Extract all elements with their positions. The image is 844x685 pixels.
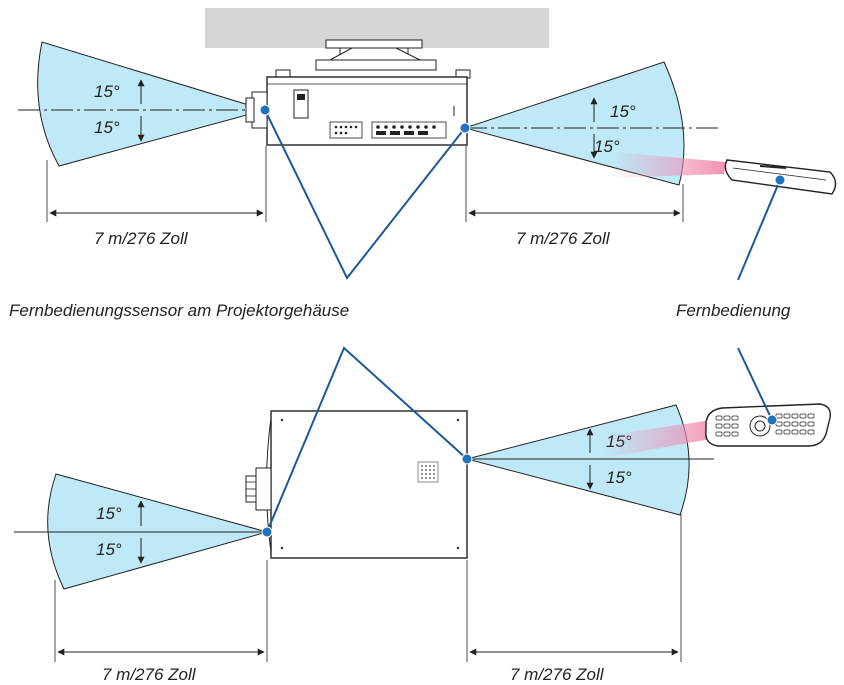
sensor-dot xyxy=(259,104,271,116)
projector-top-view-icon xyxy=(245,39,471,146)
angle-label-top-right-lower: 15° xyxy=(594,137,620,156)
distance-label-top-left: 7 m/276 Zoll xyxy=(94,229,189,248)
cone-top-left xyxy=(37,41,267,167)
remote-emitter-dot xyxy=(766,414,778,426)
sensor-caption: Fernbedienungssensor am Projektorgehäuse xyxy=(9,301,349,320)
sensor-pointer-lines xyxy=(264,109,781,533)
ir-beam-top xyxy=(612,152,726,178)
sensor-dot xyxy=(459,122,471,134)
sensor-dot xyxy=(261,526,273,538)
angle-label-top-right-upper: 15° xyxy=(610,102,636,121)
angle-label-top-left-upper: 15° xyxy=(94,82,120,101)
angle-label-top-left-lower: 15° xyxy=(94,118,120,137)
cone-bottom-right xyxy=(465,404,690,516)
angle-label-bottom-left-lower: 15° xyxy=(96,540,122,559)
remote-caption: Fernbedienung xyxy=(676,301,791,320)
distance-label-bottom-right: 7 m/276 Zoll xyxy=(510,665,605,684)
distance-label-top-right: 7 m/276 Zoll xyxy=(516,229,611,248)
angle-label-bottom-left-upper: 15° xyxy=(96,504,122,523)
distance-label-bottom-left: 7 m/276 Zoll xyxy=(102,665,197,684)
ir-beam-bottom xyxy=(604,420,716,458)
projector-bottom-view-icon xyxy=(245,410,468,559)
remote-emitter-dot xyxy=(774,174,786,186)
remote-control-front-icon xyxy=(705,403,831,447)
sensor-dot xyxy=(461,453,473,465)
angle-label-bottom-right-lower: 15° xyxy=(606,468,632,487)
